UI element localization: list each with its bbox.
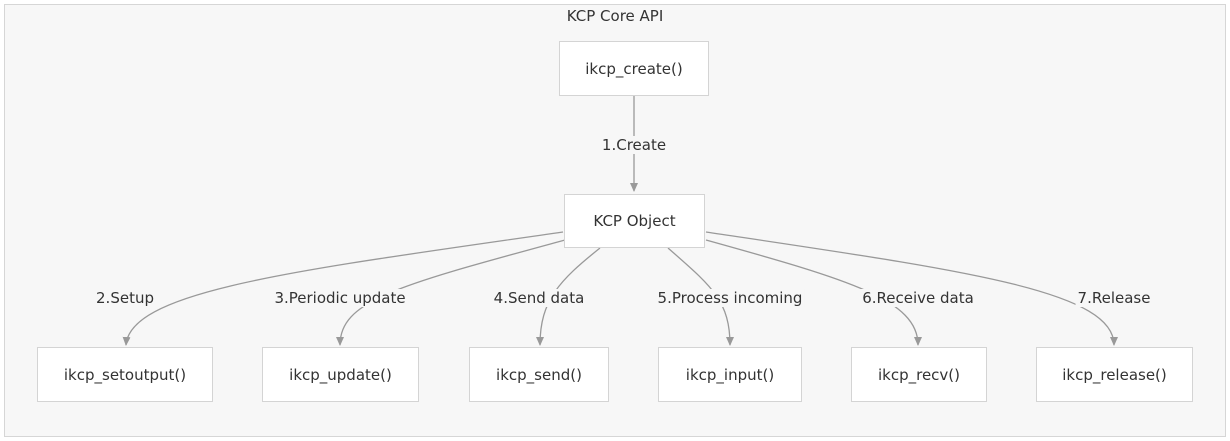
node-ikcp-release: ikcp_release() — [1036, 347, 1193, 402]
edge-release — [705, 231, 1118, 346]
cluster-title: KCP Core API — [566, 7, 664, 25]
edge-label-release: 7.Release — [1075, 289, 1153, 307]
edge-label-setup: 2.Setup — [94, 289, 156, 307]
edge-setup — [122, 231, 564, 346]
node-ikcp-update: ikcp_update() — [262, 347, 419, 402]
edge-label-periodic-update: 3.Periodic update — [272, 289, 408, 307]
node-ikcp-send: ikcp_send() — [469, 347, 609, 402]
node-kcp-object: KCP Object — [564, 194, 705, 248]
node-ikcp-setoutput: ikcp_setoutput() — [37, 347, 213, 402]
edge-label-send-data: 4.Send data — [491, 289, 587, 307]
node-ikcp-recv: ikcp_recv() — [851, 347, 987, 402]
edge-label-process-incoming: 5.Process incoming — [655, 289, 805, 307]
edge-label-create: 1.Create — [599, 136, 669, 154]
node-ikcp-create: ikcp_create() — [559, 41, 709, 96]
node-ikcp-input: ikcp_input() — [658, 347, 802, 402]
edge-label-receive-data: 6.Receive data — [860, 289, 976, 307]
